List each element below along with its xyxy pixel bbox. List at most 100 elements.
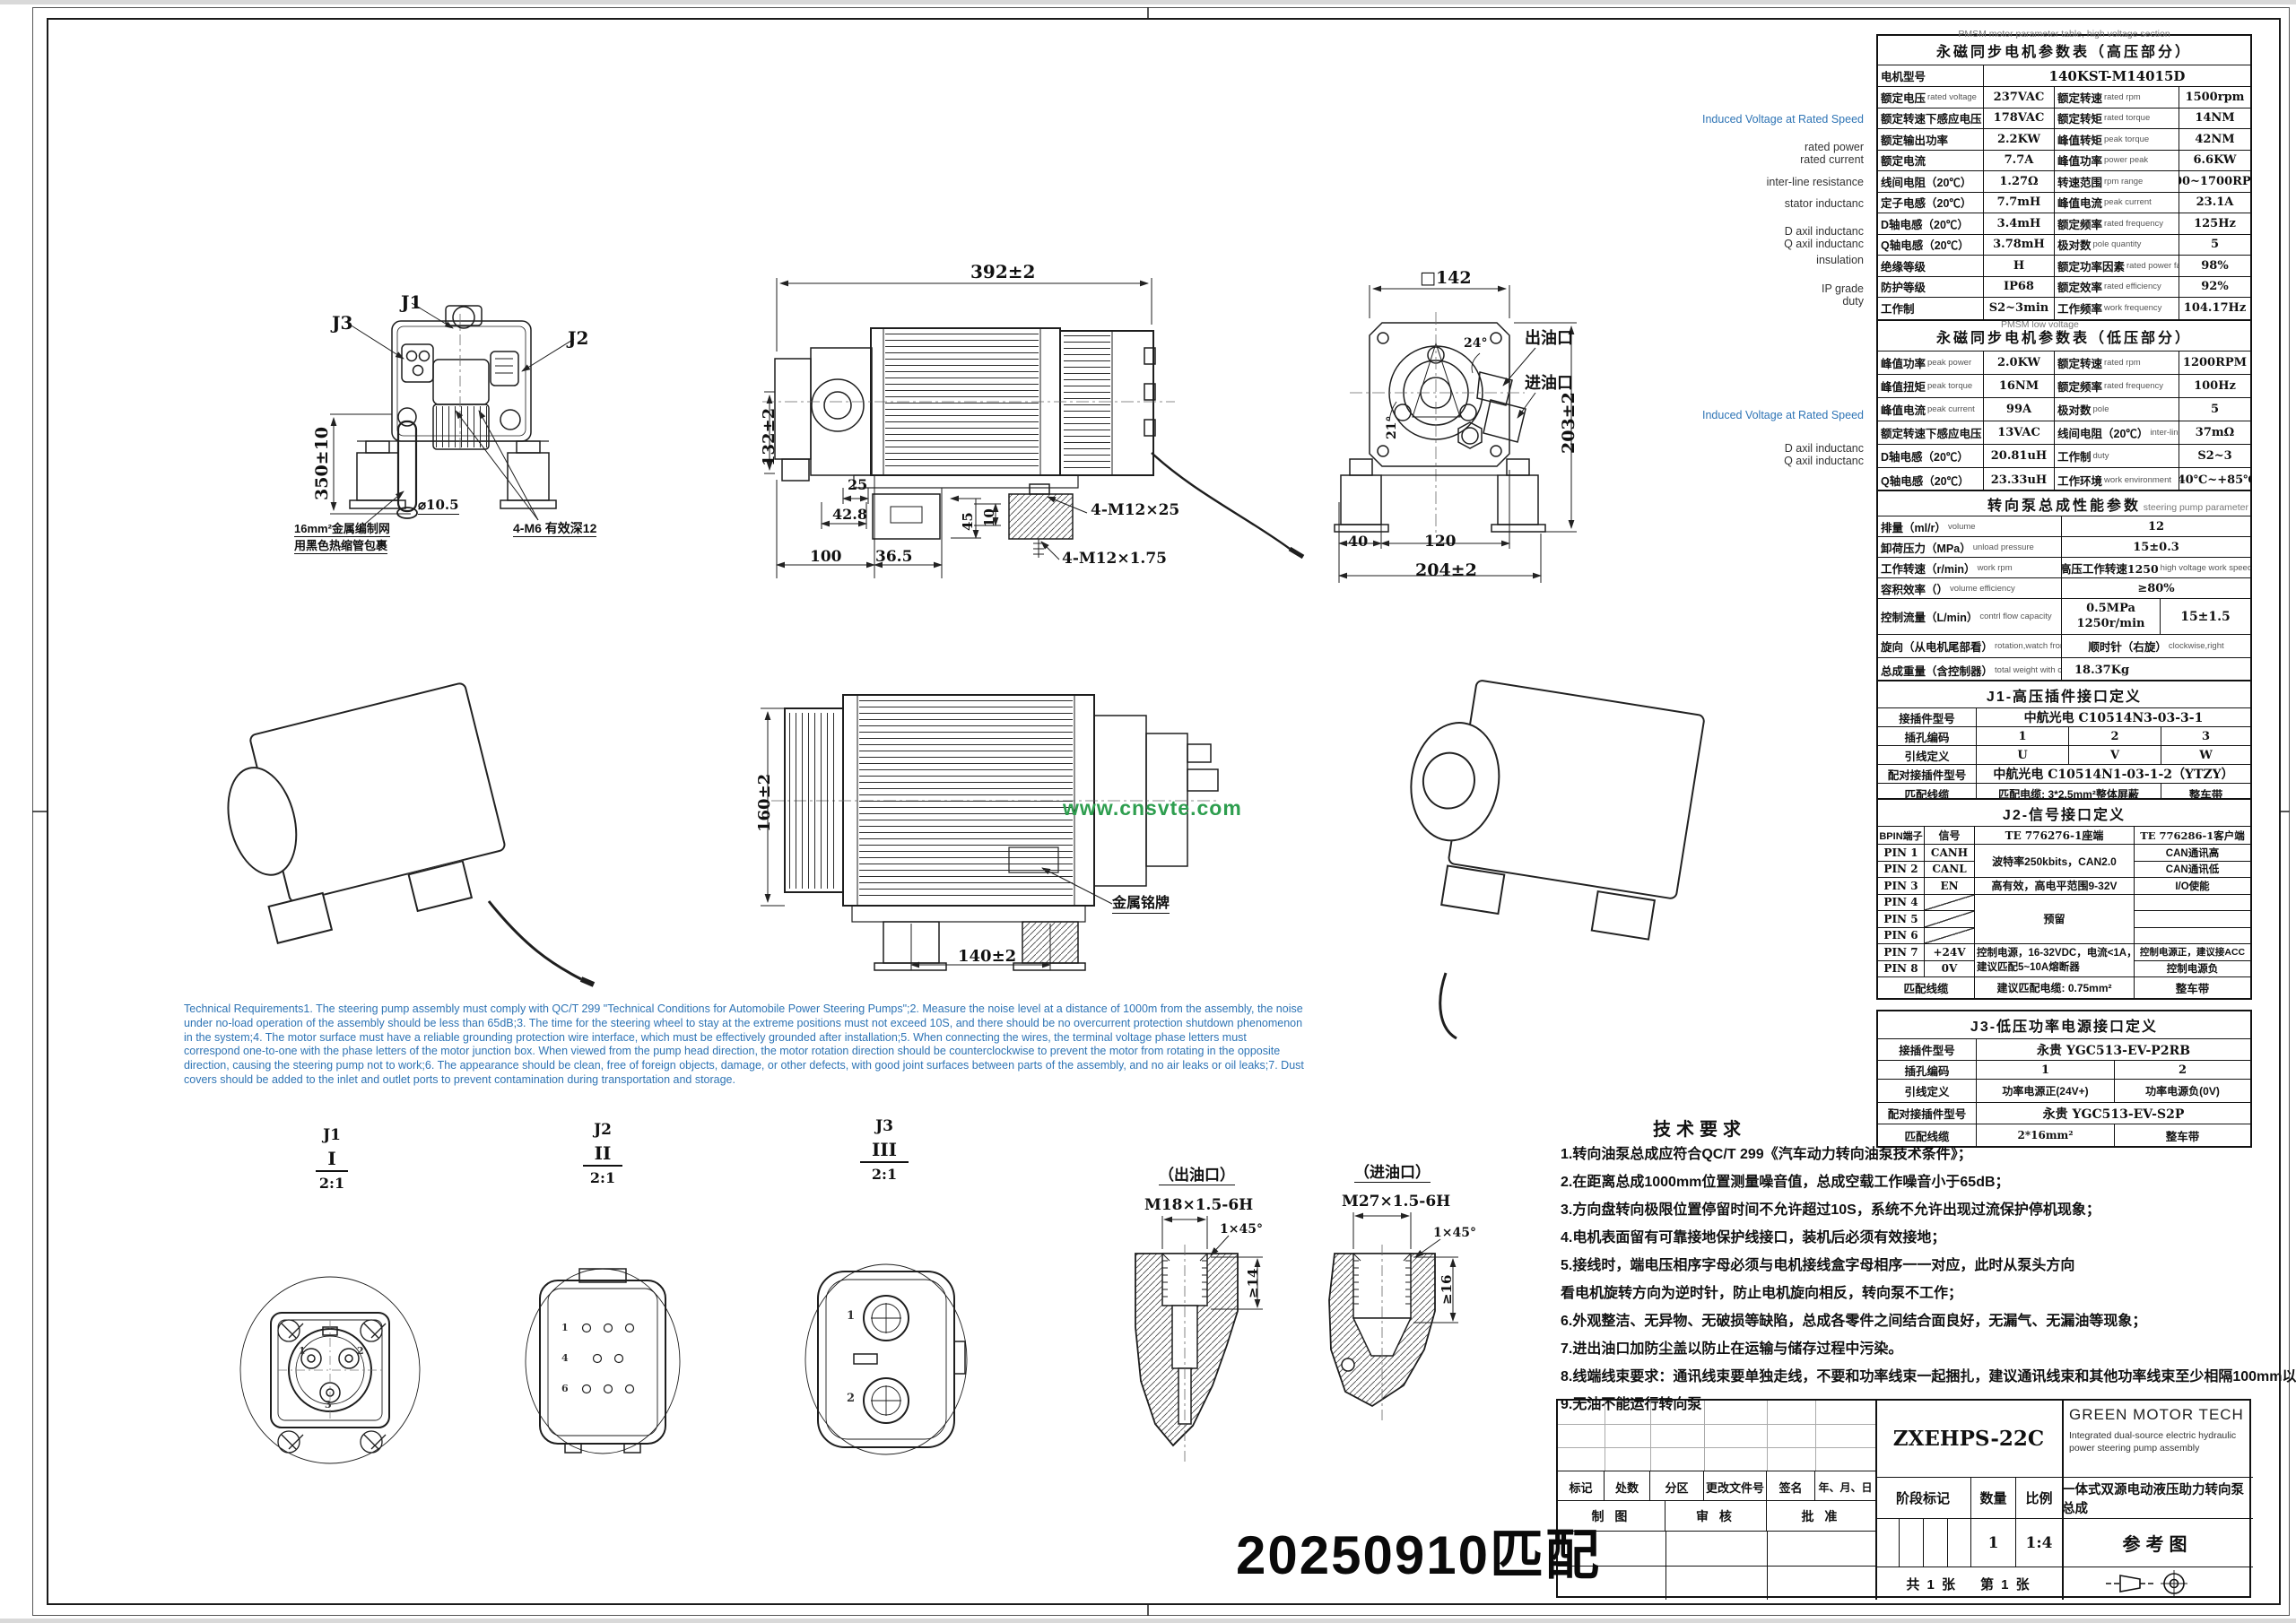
j2-table-title: J2-信号接口定义 — [1878, 800, 2250, 827]
j3-power-table: J3-低压功率电源接口定义 接插件型号永贵 YGC513-EV-P2RB 插孔编… — [1876, 1010, 2252, 1148]
note-q-axil: Q axil inductanc — [1784, 238, 1864, 250]
dim-120: 120 — [1424, 533, 1457, 551]
revision-header-row: 标记 处数 分区 更改文件号 签名 年、月、日 — [1558, 1471, 1875, 1501]
detail-j1-scale: 2:1 — [318, 1175, 345, 1192]
side-view — [762, 278, 1305, 578]
thread-4-m12x175: 4-M12×1.75 — [1062, 550, 1168, 568]
tech-req-item: 5.接线时，端电压相序字母必须与电机接线盒字母相序一一对应，此时从泵头方向 — [1561, 1258, 2075, 1273]
pump-table-title: 转向泵总成性能参数 steering pump parameter — [1878, 491, 2250, 516]
outlet-section — [1135, 1216, 1263, 1462]
hv-motor-table: PMSM motor parameter table, high voltage… — [1876, 29, 2252, 321]
dim-160: 160±2 — [755, 773, 774, 832]
inlet-section — [1328, 1212, 1458, 1424]
third-angle-symbol — [2105, 1570, 2187, 1597]
j2-row-4: 4 — [561, 1352, 569, 1364]
pump-flow-row: 控制流量（L/min）contrl flow capacity 0.5MPa 1… — [1878, 599, 2250, 635]
note-lv-q-axil: Q axil inductanc — [1784, 455, 1864, 467]
j2-grid: BPIN端子 信号 TE 776276-1座端 TE 776286-1客户端 P… — [1878, 827, 2250, 998]
tech-req-item: 7.进出油口加防尘盖以防止在运输与储存过程中污染。 — [1561, 1341, 1903, 1357]
side-controller-fins — [1064, 335, 1110, 471]
company-cell: GREEN MOTOR TECH Integrated dual-source … — [2062, 1401, 2253, 1478]
braid-note-line1: 16mm²金属编制网 — [294, 522, 390, 537]
company-name: GREEN MOTOR TECH — [2069, 1406, 2244, 1423]
j1-pin-3: 3 — [325, 1399, 332, 1410]
inlet-port-title: （进油口） — [1354, 1164, 1431, 1183]
angle-21: 21° — [1385, 415, 1399, 439]
stage-label: 阶段标记 — [1875, 1478, 1971, 1519]
outlet-label: 出油口 — [1525, 329, 1573, 347]
m6-note: 4-M6 有效深12 — [513, 521, 597, 537]
pump-weight-row: 总成重量（含控制器）total weight with controller 1… — [1878, 658, 2250, 681]
page-edge-top — [0, 0, 2296, 4]
doc-type: 参考图 — [2062, 1519, 2253, 1567]
note-insulation: insulation — [1816, 254, 1864, 266]
isometric-view-right — [1386, 653, 1754, 961]
detail-j2-numeral: II — [582, 1142, 623, 1167]
tech-req-en-line: under no-load operation of the assembly … — [184, 1016, 1303, 1029]
watermark: www.cnsvte.com — [1063, 796, 1242, 820]
tech-req-item: 3.方向盘转向极限位置停留时间不允许超过10S，系统不允许出现过流保护停机现象； — [1561, 1202, 2100, 1218]
j1-table-title: J1-高压插件接口定义 — [1878, 681, 2250, 708]
detail-stack-j3: J3 III 2:1 — [847, 1117, 922, 1183]
detail-j3-scale: 2:1 — [871, 1166, 898, 1183]
rear-fins — [436, 406, 488, 447]
detail-j2-scale: 2:1 — [589, 1169, 616, 1186]
note-induced-voltage-lv: Induced Voltage at Rated Speed — [1701, 409, 1864, 421]
dim-10: 10 — [981, 508, 997, 527]
frame-inner — [47, 18, 2281, 1605]
tech-req-en-line: correspond one-to-one with the phase let… — [184, 1045, 1281, 1058]
tech-req-en-line: Technical Requirements1. The steering pu… — [184, 1002, 1303, 1015]
dim-204: 204±2 — [1415, 560, 1477, 580]
dim-140: 140±2 — [958, 947, 1017, 966]
note-lv-d-axil: D axil inductanc — [1784, 442, 1864, 455]
j2-signal-table: J2-信号接口定义 BPIN端子 信号 TE 776276-1座端 TE 776… — [1876, 798, 2252, 1000]
note-ip-grade: IP grade — [1821, 282, 1864, 295]
roles-row: 制 图 审 核 批 准 — [1558, 1501, 1875, 1532]
pump-performance-table: 转向泵总成性能参数 steering pump parameter 排量（ml/… — [1876, 490, 2252, 683]
inlet-chamfer: 1×45° — [1433, 1226, 1476, 1240]
table-row: 容积效率（）volume efficiency≥80% — [1878, 578, 2250, 599]
dim-45: 45 — [960, 512, 976, 531]
dim-40: 40 — [1348, 533, 1369, 550]
scale-label: 比例 — [2016, 1478, 2062, 1519]
lv-table-title: PMSM low voltage 永磁同步电机参数表（低压部分） — [1878, 319, 2250, 352]
detail-j1-numeral: I — [316, 1148, 348, 1172]
detail-j2-label: J2 — [594, 1121, 612, 1139]
note-duty: duty — [1842, 295, 1864, 308]
pump-rotation-row: 旋向（从电机尾部看）rotation,watch from motor tail… — [1878, 635, 2250, 658]
braid-note-line2: 用黑色热缩管包裹 — [294, 539, 388, 554]
j2-pin78-desc-line2: 建议匹配5~10A熔断器 — [1977, 962, 2080, 973]
note-induced-voltage-hv: Induced Voltage at Rated Speed — [1701, 113, 1864, 126]
match-date-stamp: 20250910匹配 — [1236, 1525, 1601, 1585]
dim-203: 203±2 — [1559, 392, 1578, 454]
page-edge-bottom — [0, 1619, 2296, 1623]
note-rated-power: rated power — [1804, 141, 1864, 153]
projection-symbol — [2062, 1567, 2253, 1600]
note-interline-resistance: inter-line resistance — [1766, 176, 1864, 188]
mid-controller-fins — [789, 713, 839, 889]
detail-stack-j1: J1 I 2:1 — [296, 1126, 368, 1192]
tech-req-item: 8.线端线束要求：通讯线束要单独走线，不要和功率线束一起捆扎，建议通讯线束和其他… — [1561, 1369, 2296, 1384]
title-block: 标记 处数 分区 更改文件号 签名 年、月、日 制 图 审 核 批 准 ZXEH… — [1556, 1399, 2253, 1600]
tech-req-title: 技术要求 — [1653, 1120, 1746, 1140]
rear-j3-label: J3 — [332, 312, 353, 334]
reserved-cell — [1925, 911, 1975, 928]
rear-view — [330, 302, 575, 530]
dim-142: □142 — [1420, 268, 1472, 288]
hv-model-row: 电机型号 140KST-M14015D — [1878, 65, 2250, 87]
qty-value: 1 — [1971, 1519, 2016, 1567]
